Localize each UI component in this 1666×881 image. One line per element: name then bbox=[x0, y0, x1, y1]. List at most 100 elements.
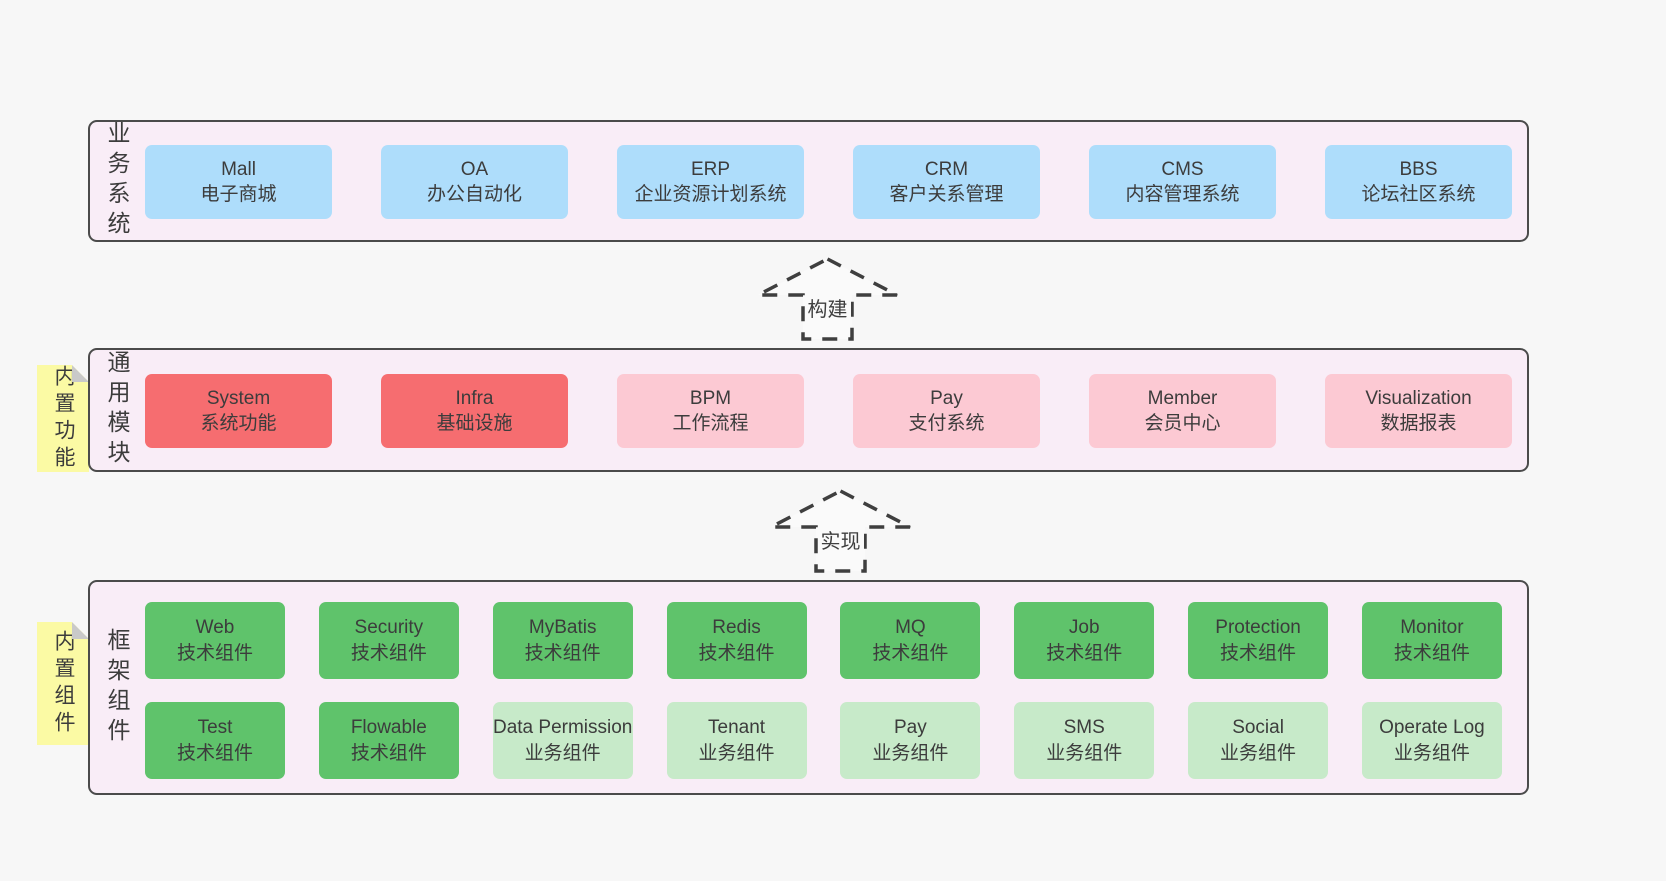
box-title: System bbox=[206, 387, 271, 409]
build-arrow-label: 构建 bbox=[804, 292, 851, 323]
box-bbs: BBS 论坛社区系统 bbox=[1325, 145, 1512, 219]
box-subtitle: 内容管理系统 bbox=[1125, 184, 1240, 205]
box-title: BBS bbox=[1399, 158, 1438, 180]
box-title: Social bbox=[1232, 717, 1284, 739]
box-title: Web bbox=[195, 617, 235, 639]
box-web: Web 技术组件 bbox=[145, 602, 285, 679]
box-mq: MQ 技术组件 bbox=[840, 602, 981, 679]
box-subtitle: 企业资源计划系统 bbox=[634, 184, 787, 205]
box-subtitle: 技术组件 bbox=[1220, 642, 1297, 664]
box-sms: SMS 业务组件 bbox=[1014, 702, 1155, 779]
box-title: Tenant bbox=[708, 717, 766, 739]
box-subtitle: 技术组件 bbox=[1393, 642, 1470, 664]
box-subtitle: 技术组件 bbox=[524, 642, 601, 664]
box-pay: Pay 支付系统 bbox=[853, 374, 1040, 448]
box-tenant: Tenant 业务组件 bbox=[666, 702, 807, 779]
box-subtitle: 技术组件 bbox=[698, 642, 775, 664]
box-title: Test bbox=[197, 717, 233, 739]
box-title: Data Permission bbox=[492, 717, 633, 739]
box-cms: CMS 内容管理系统 bbox=[1089, 145, 1276, 219]
box-subtitle: 业务组件 bbox=[524, 742, 601, 764]
box-subtitle: 技术组件 bbox=[350, 742, 427, 764]
box-infra: Infra 基础设施 bbox=[381, 374, 568, 448]
box-subtitle: 电子商城 bbox=[200, 184, 277, 205]
box-subtitle: 技术组件 bbox=[176, 742, 253, 764]
box-subtitle: 办公自动化 bbox=[426, 184, 522, 205]
box-title: Member bbox=[1147, 387, 1218, 409]
box-title: MyBatis bbox=[528, 617, 597, 639]
box-title: ERP bbox=[690, 158, 731, 180]
box-title: BPM bbox=[689, 387, 732, 409]
box-subtitle: 系统功能 bbox=[200, 413, 277, 434]
box-subtitle: 工作流程 bbox=[672, 413, 749, 434]
box-title: Monitor bbox=[1400, 617, 1464, 639]
box-title: Pay bbox=[894, 717, 927, 739]
box-title: Pay bbox=[930, 387, 963, 409]
box-title: Job bbox=[1068, 617, 1100, 639]
box-subtitle: 技术组件 bbox=[350, 642, 427, 664]
box-oa: OA 办公自动化 bbox=[381, 145, 568, 219]
implement-arrow-label: 实现 bbox=[817, 524, 864, 555]
framework-components-layer: 框架组件 Web 技术组件 Security 技术组件 MyBatis 技术组件… bbox=[88, 580, 1529, 795]
common-modules-label: 通用模块 bbox=[104, 350, 130, 470]
box-security: Security 技术组件 bbox=[318, 602, 459, 679]
box-monitor: Monitor 技术组件 bbox=[1361, 602, 1502, 679]
box-title: Infra bbox=[455, 387, 494, 409]
box-subtitle: 论坛社区系统 bbox=[1361, 184, 1476, 205]
box-flowable: Flowable 技术组件 bbox=[318, 702, 459, 779]
box-social: Social 业务组件 bbox=[1188, 702, 1329, 779]
box-operate-log: Operate Log 业务组件 bbox=[1361, 702, 1502, 779]
box-subtitle: 业务组件 bbox=[698, 742, 775, 764]
box-subtitle: 会员中心 bbox=[1144, 413, 1221, 434]
box-subtitle: 业务组件 bbox=[872, 742, 949, 764]
box-subtitle: 技术组件 bbox=[1046, 642, 1123, 664]
box-title: Visualization bbox=[1365, 387, 1472, 409]
framework-row-biz: Test 技术组件 Flowable 技术组件 Data Permission … bbox=[145, 702, 1502, 779]
common-modules-row: System 系统功能 Infra 基础设施 BPM 工作流程 Pay 支付系统… bbox=[145, 374, 1512, 448]
box-visualization: Visualization 数据报表 bbox=[1325, 374, 1512, 448]
box-redis: Redis 技术组件 bbox=[666, 602, 807, 679]
box-crm: CRM 客户关系管理 bbox=[853, 145, 1040, 219]
builtin-components-note: 内置组件 bbox=[37, 622, 89, 745]
box-subtitle: 业务组件 bbox=[1393, 742, 1470, 764]
framework-row-tech: Web 技术组件 Security 技术组件 MyBatis 技术组件 Redi… bbox=[145, 602, 1502, 679]
box-subtitle: 基础设施 bbox=[436, 413, 513, 434]
box-bpm: BPM 工作流程 bbox=[617, 374, 804, 448]
box-job: Job 技术组件 bbox=[1014, 602, 1155, 679]
note-fold-icon bbox=[72, 365, 89, 382]
box-title: MQ bbox=[895, 617, 926, 639]
business-systems-row: Mall 电子商城 OA 办公自动化 ERP 企业资源计划系统 CRM 客户关系… bbox=[145, 145, 1512, 219]
box-subtitle: 业务组件 bbox=[1220, 742, 1297, 764]
box-title: Protection bbox=[1215, 617, 1301, 639]
implement-arrow: 实现 bbox=[768, 488, 913, 574]
box-test: Test 技术组件 bbox=[145, 702, 285, 779]
box-protection: Protection 技术组件 bbox=[1188, 602, 1329, 679]
box-mall: Mall 电子商城 bbox=[145, 145, 332, 219]
box-title: Operate Log bbox=[1379, 717, 1485, 739]
builtin-features-note-text: 内置功能 bbox=[52, 364, 75, 473]
box-subtitle: 客户关系管理 bbox=[889, 184, 1004, 205]
box-data-permission: Data Permission 业务组件 bbox=[492, 702, 633, 779]
box-title: Flowable bbox=[350, 717, 427, 739]
note-fold-icon bbox=[72, 622, 89, 639]
common-modules-layer: 通用模块 System 系统功能 Infra 基础设施 BPM 工作流程 Pay… bbox=[88, 348, 1529, 472]
builtin-features-note: 内置功能 bbox=[37, 365, 89, 472]
box-title: OA bbox=[460, 158, 489, 180]
box-subtitle: 支付系统 bbox=[908, 413, 985, 434]
builtin-components-note-text: 内置组件 bbox=[52, 629, 75, 738]
box-pay-biz: Pay 业务组件 bbox=[840, 702, 981, 779]
box-erp: ERP 企业资源计划系统 bbox=[617, 145, 804, 219]
box-subtitle: 业务组件 bbox=[1046, 742, 1123, 764]
business-systems-label: 业务系统 bbox=[104, 121, 130, 241]
box-subtitle: 数据报表 bbox=[1380, 413, 1457, 434]
business-systems-layer: 业务系统 Mall 电子商城 OA 办公自动化 ERP 企业资源计划系统 CRM… bbox=[88, 120, 1529, 242]
box-subtitle: 技术组件 bbox=[872, 642, 949, 664]
box-title: Redis bbox=[712, 617, 761, 639]
box-title: Security bbox=[354, 617, 424, 639]
box-title: Mall bbox=[221, 158, 256, 180]
box-title: CRM bbox=[924, 158, 969, 180]
framework-components-label: 框架组件 bbox=[104, 627, 130, 748]
box-title: CMS bbox=[1161, 158, 1204, 180]
box-mybatis: MyBatis 技术组件 bbox=[492, 602, 633, 679]
